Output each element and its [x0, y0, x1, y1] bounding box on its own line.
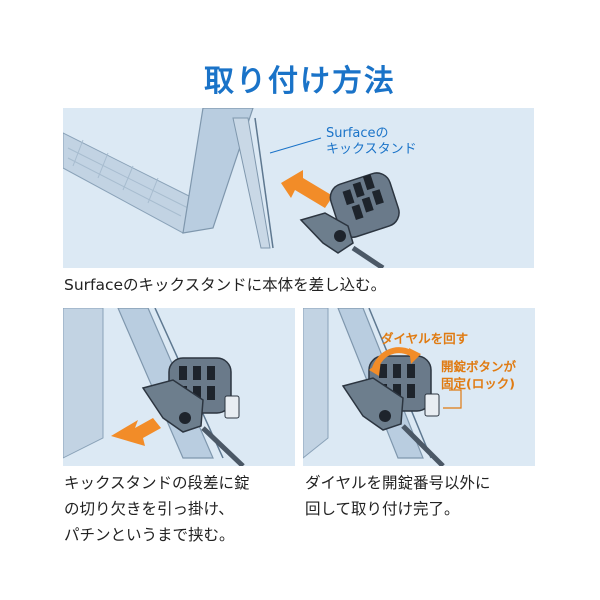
kickstand-label-line2: キックスタンド	[326, 142, 417, 157]
step2-caption-line1: キックスタンドの段差に錠	[64, 474, 250, 492]
surface-kickstand-drawing	[63, 108, 400, 268]
step3-caption: ダイヤルを開錠番号以外に 回して取り付け完了。	[305, 470, 537, 522]
kickstand-label-line1: Surfaceの	[326, 126, 389, 141]
dial-lock-drawing	[303, 308, 462, 466]
step1-caption: Surfaceのキックスタンドに本体を差し込む。	[64, 276, 387, 294]
button-label-line1: 開錠ボタンが	[441, 359, 517, 374]
dial-label: ダイヤルを回す	[381, 331, 469, 346]
step3-illustration: ダイヤルを回す 開錠ボタンが 固定(ロック)	[303, 308, 535, 466]
step3-caption-line1: ダイヤルを開錠番号以外に	[305, 474, 491, 492]
button-label-line2: 固定(ロック)	[441, 376, 515, 391]
lock-device-1	[299, 172, 400, 268]
step2-caption-line3: パチンというまで挟む。	[64, 526, 235, 544]
hook-lock-drawing	[63, 308, 245, 466]
page-title: 取り付け方法	[204, 64, 396, 99]
step2-illustration	[63, 308, 295, 466]
lock-device-2	[141, 357, 245, 466]
step1-illustration: Surfaceの キックスタンド	[63, 108, 534, 268]
step2-caption: キックスタンドの段差に錠 の切り欠きを引っ掛け、 パチンというまで挟む。	[64, 470, 296, 548]
lock-device-3	[341, 355, 445, 466]
step3-caption-line2: 回して取り付け完了。	[305, 500, 460, 518]
step2-caption-line2: の切り欠きを引っ掛け、	[64, 500, 234, 518]
